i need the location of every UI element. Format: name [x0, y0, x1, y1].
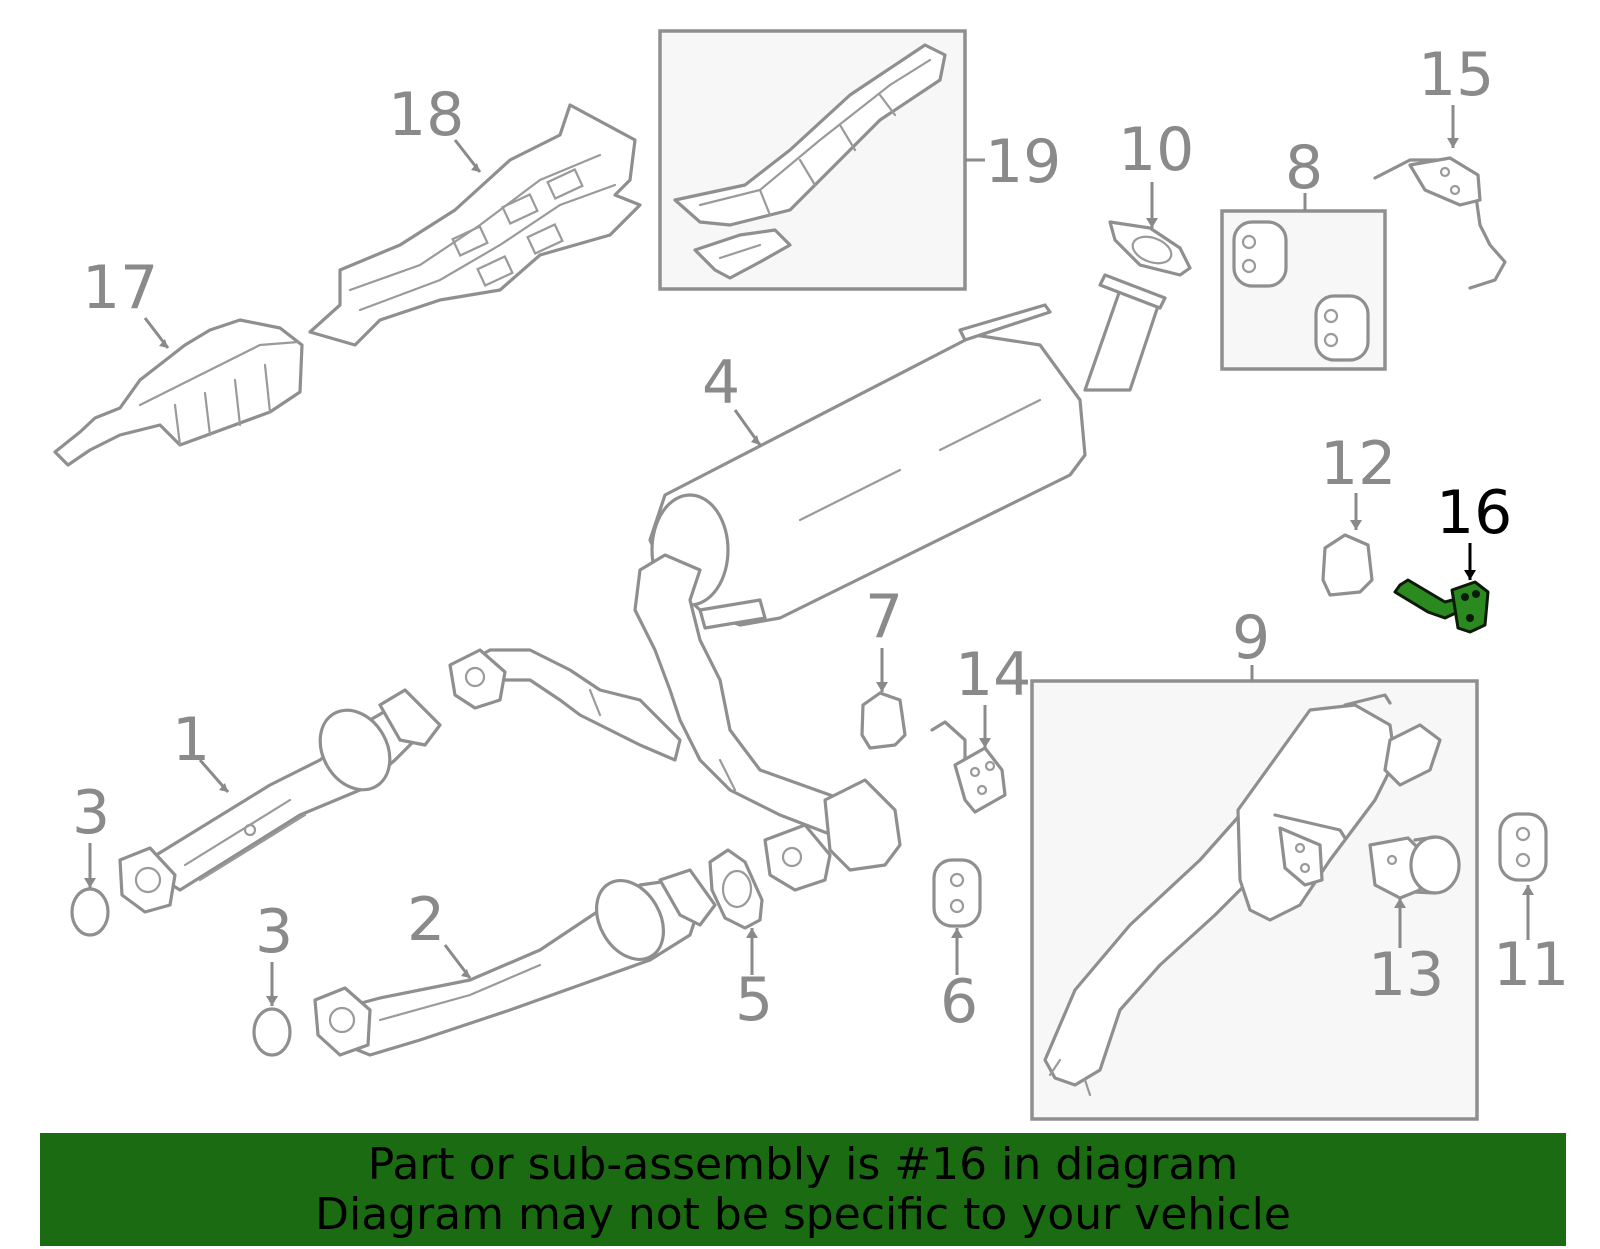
part-17-heat-shield[interactable] — [53, 318, 304, 467]
part-12-bushing[interactable] — [1321, 533, 1374, 597]
part-3-gasket-b[interactable] — [252, 1007, 292, 1057]
callout-10: 10 — [1118, 115, 1194, 185]
callout-17: 17 — [82, 253, 158, 323]
banner-line-1: Part or sub-assembly is #16 in diagram — [367, 1138, 1239, 1190]
callout-6: 6 — [940, 967, 978, 1037]
part-19-heat-shield[interactable] — [673, 43, 947, 280]
part-7-bushing[interactable] — [860, 691, 907, 750]
callout-8: 8 — [1285, 133, 1323, 203]
callout-18: 18 — [388, 80, 464, 150]
callout-9: 9 — [1232, 603, 1270, 673]
part-15-hanger-bracket[interactable] — [1373, 156, 1507, 290]
banner-line-2: Diagram may not be specific to your vehi… — [315, 1188, 1291, 1240]
part-9-tail-muffler[interactable] — [1043, 693, 1442, 1097]
info-banner: Part or sub-assembly is #16 in diagram D… — [40, 1133, 1566, 1246]
part-5-gasket[interactable] — [708, 848, 764, 930]
part-10-gasket[interactable] — [1108, 220, 1192, 277]
callout-11: 11 — [1493, 930, 1569, 1000]
callout-14: 14 — [955, 640, 1031, 710]
callout-13: 13 — [1368, 940, 1444, 1010]
leader-lines — [84, 105, 1534, 1006]
callout-7: 7 — [865, 582, 903, 652]
callout-15: 15 — [1418, 40, 1494, 110]
part-3-gasket-a[interactable] — [70, 887, 110, 937]
part-6-rubber-hanger[interactable] — [932, 858, 982, 928]
part-4-muffler-assembly[interactable] — [448, 273, 1167, 892]
part-18-heat-shield[interactable] — [308, 103, 642, 347]
callout-3a: 3 — [72, 778, 110, 848]
callout-16: 16 — [1436, 478, 1512, 548]
callout-3b: 3 — [255, 897, 293, 967]
callout-2: 2 — [407, 885, 445, 955]
part-2-front-pipe[interactable] — [313, 868, 717, 1057]
part-13-tail-tip[interactable] — [1368, 835, 1461, 900]
callout-12: 12 — [1320, 429, 1396, 499]
callout-4: 4 — [702, 348, 740, 418]
part-11-rubber-hanger[interactable] — [1498, 812, 1548, 882]
callout-5: 5 — [735, 965, 773, 1035]
callout-19: 19 — [985, 127, 1061, 197]
callout-1: 1 — [172, 705, 210, 775]
part-1-front-pipe[interactable] — [118, 688, 442, 914]
part-14-hanger-bracket[interactable] — [930, 720, 1007, 814]
part-8-hangers[interactable] — [1232, 220, 1370, 362]
part-16-hanger-bracket[interactable] — [1393, 578, 1490, 634]
